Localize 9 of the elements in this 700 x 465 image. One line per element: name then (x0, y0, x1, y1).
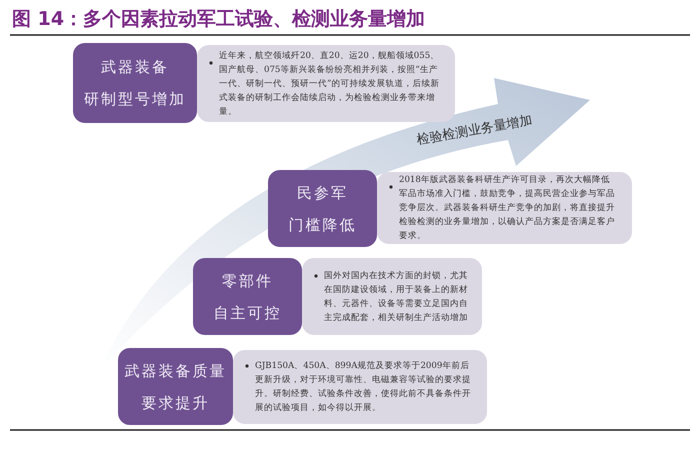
text-box: 国外对国内在技术方面的封锁，尤其在国防建设领域，用于装备上的新材料、元器件、设备等需要立足国内自主完成配套，相关研制生产活动增加 (302, 258, 482, 335)
heading-box: 武器装备研制型号增加 (73, 43, 197, 123)
text-box: 2018年版武器装备科研生产许可目录，再次大幅降低军品市场准入门槛，鼓励竞争，提高民营企业参与军品竞争层次。武器装备科研生产竞争的加剧，将直接提升检验检测的业务量增加，以确认产品方案是否满足客户要求。 (377, 172, 632, 244)
text-box: GJB150A、450A、899A规范及要求等于2009年前后更新升级，对于环境可靠性、电磁兼容等试验的要求提升。研制经费、试验条件改善，使得此前不具备条件开展的试验项目，如今得以开展。 (233, 350, 487, 424)
heading-box: 零部件自主可控 (193, 258, 302, 335)
title: 图 14：多个因素拉动军工试验、检测业务量增加 (12, 7, 426, 32)
text-box: 近年来，航空领域歼20、直20、运20，舰船领域055、国产航母、075等新兴装备纷纷亮相并列装，按照“生产一代、研制一代、预研一代”的可持续发展轨道，后续新式装备的研制工作会陆续启动，为检验检测业务带来增量。 (197, 45, 455, 122)
heading-box: 武器装备质量要求提升 (118, 348, 233, 425)
heading-box: 民参军门槛降低 (268, 170, 377, 247)
